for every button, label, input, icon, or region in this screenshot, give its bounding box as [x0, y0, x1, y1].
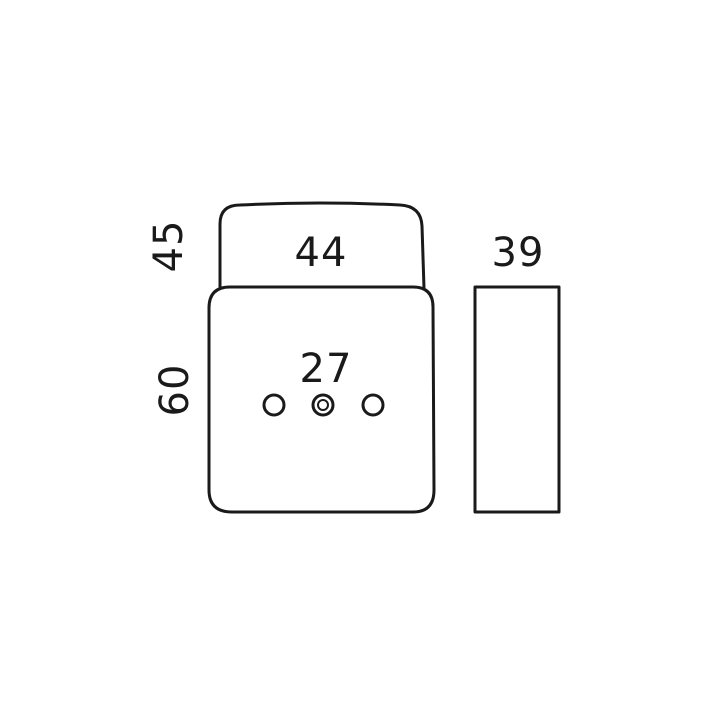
dimension-body-height: 60: [152, 364, 198, 417]
dimension-depth: 39: [492, 230, 545, 276]
right-mounting-hole: [361, 393, 385, 417]
dimension-top-height: 45: [146, 220, 192, 273]
dimension-top-width: 44: [295, 230, 348, 276]
front-body-outline: [207, 285, 436, 514]
top-cap-outline: [218, 201, 426, 289]
center-screw-hole-outer: [311, 393, 335, 417]
side-view-outline: [473, 285, 561, 514]
left-mounting-hole: [262, 393, 286, 417]
center-screw-hole-inner: [317, 399, 329, 411]
dimension-hole-spacing: 27: [300, 346, 353, 392]
